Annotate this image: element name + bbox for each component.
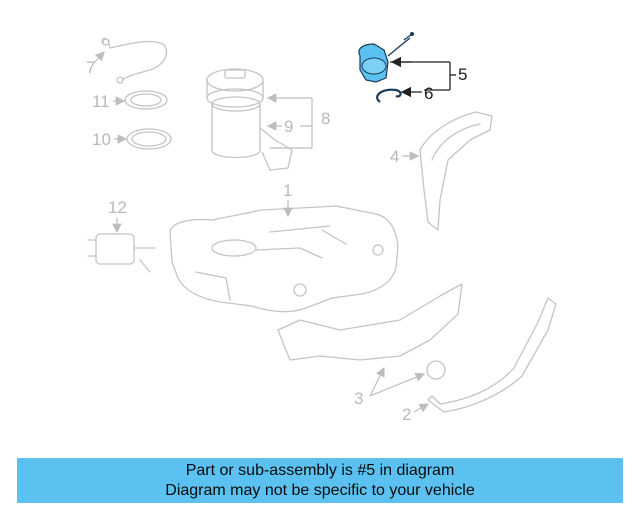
part-9-pump-module[interactable] — [206, 68, 293, 171]
part-6-seal[interactable] — [376, 88, 402, 103]
part-4-heat-shield[interactable] — [419, 111, 493, 231]
parts-diagram: 7 11 10 9 8 12 — [86, 32, 557, 424]
callout-4: 4 — [390, 147, 420, 166]
part-5-assembly[interactable] — [358, 32, 414, 83]
part-12-filter[interactable] — [87, 233, 156, 273]
callout-3: 3 — [354, 366, 426, 408]
svg-text:11: 11 — [92, 92, 110, 111]
svg-text:2: 2 — [402, 405, 411, 424]
svg-text:3: 3 — [354, 389, 363, 408]
part-10-lock-ring[interactable] — [126, 128, 172, 150]
svg-text:7: 7 — [86, 58, 95, 77]
part-11-ring[interactable] — [124, 90, 168, 110]
svg-text:4: 4 — [390, 147, 399, 166]
part-1-fuel-tank[interactable] — [169, 205, 399, 313]
callout-12: 12 — [108, 198, 127, 234]
callout-7: 7 — [86, 51, 105, 77]
callout-10: 10 — [92, 130, 128, 149]
callout-11: 11 — [92, 92, 126, 111]
callout-5-6: 5 6 — [390, 56, 467, 103]
callout-9-8: 9 8 — [266, 93, 330, 149]
part-2-strap[interactable] — [427, 297, 557, 413]
callout-2: 2 — [402, 403, 430, 424]
svg-text:1: 1 — [283, 181, 292, 200]
caption-banner: Part or sub-assembly is #5 in diagram Di… — [17, 458, 623, 503]
svg-text:5: 5 — [458, 65, 467, 84]
svg-text:9: 9 — [284, 117, 293, 136]
caption-line-1: Part or sub-assembly is #5 in diagram — [185, 461, 455, 479]
part-7-wire[interactable] — [101, 37, 168, 84]
svg-text:12: 12 — [108, 198, 127, 217]
svg-text:10: 10 — [92, 130, 111, 149]
part-3-shield[interactable] — [277, 283, 463, 380]
callout-1: 1 — [283, 181, 293, 218]
svg-text:8: 8 — [321, 109, 330, 128]
caption-line-2: Diagram may not be specific to your vehi… — [165, 481, 475, 499]
svg-text:6: 6 — [424, 84, 433, 103]
